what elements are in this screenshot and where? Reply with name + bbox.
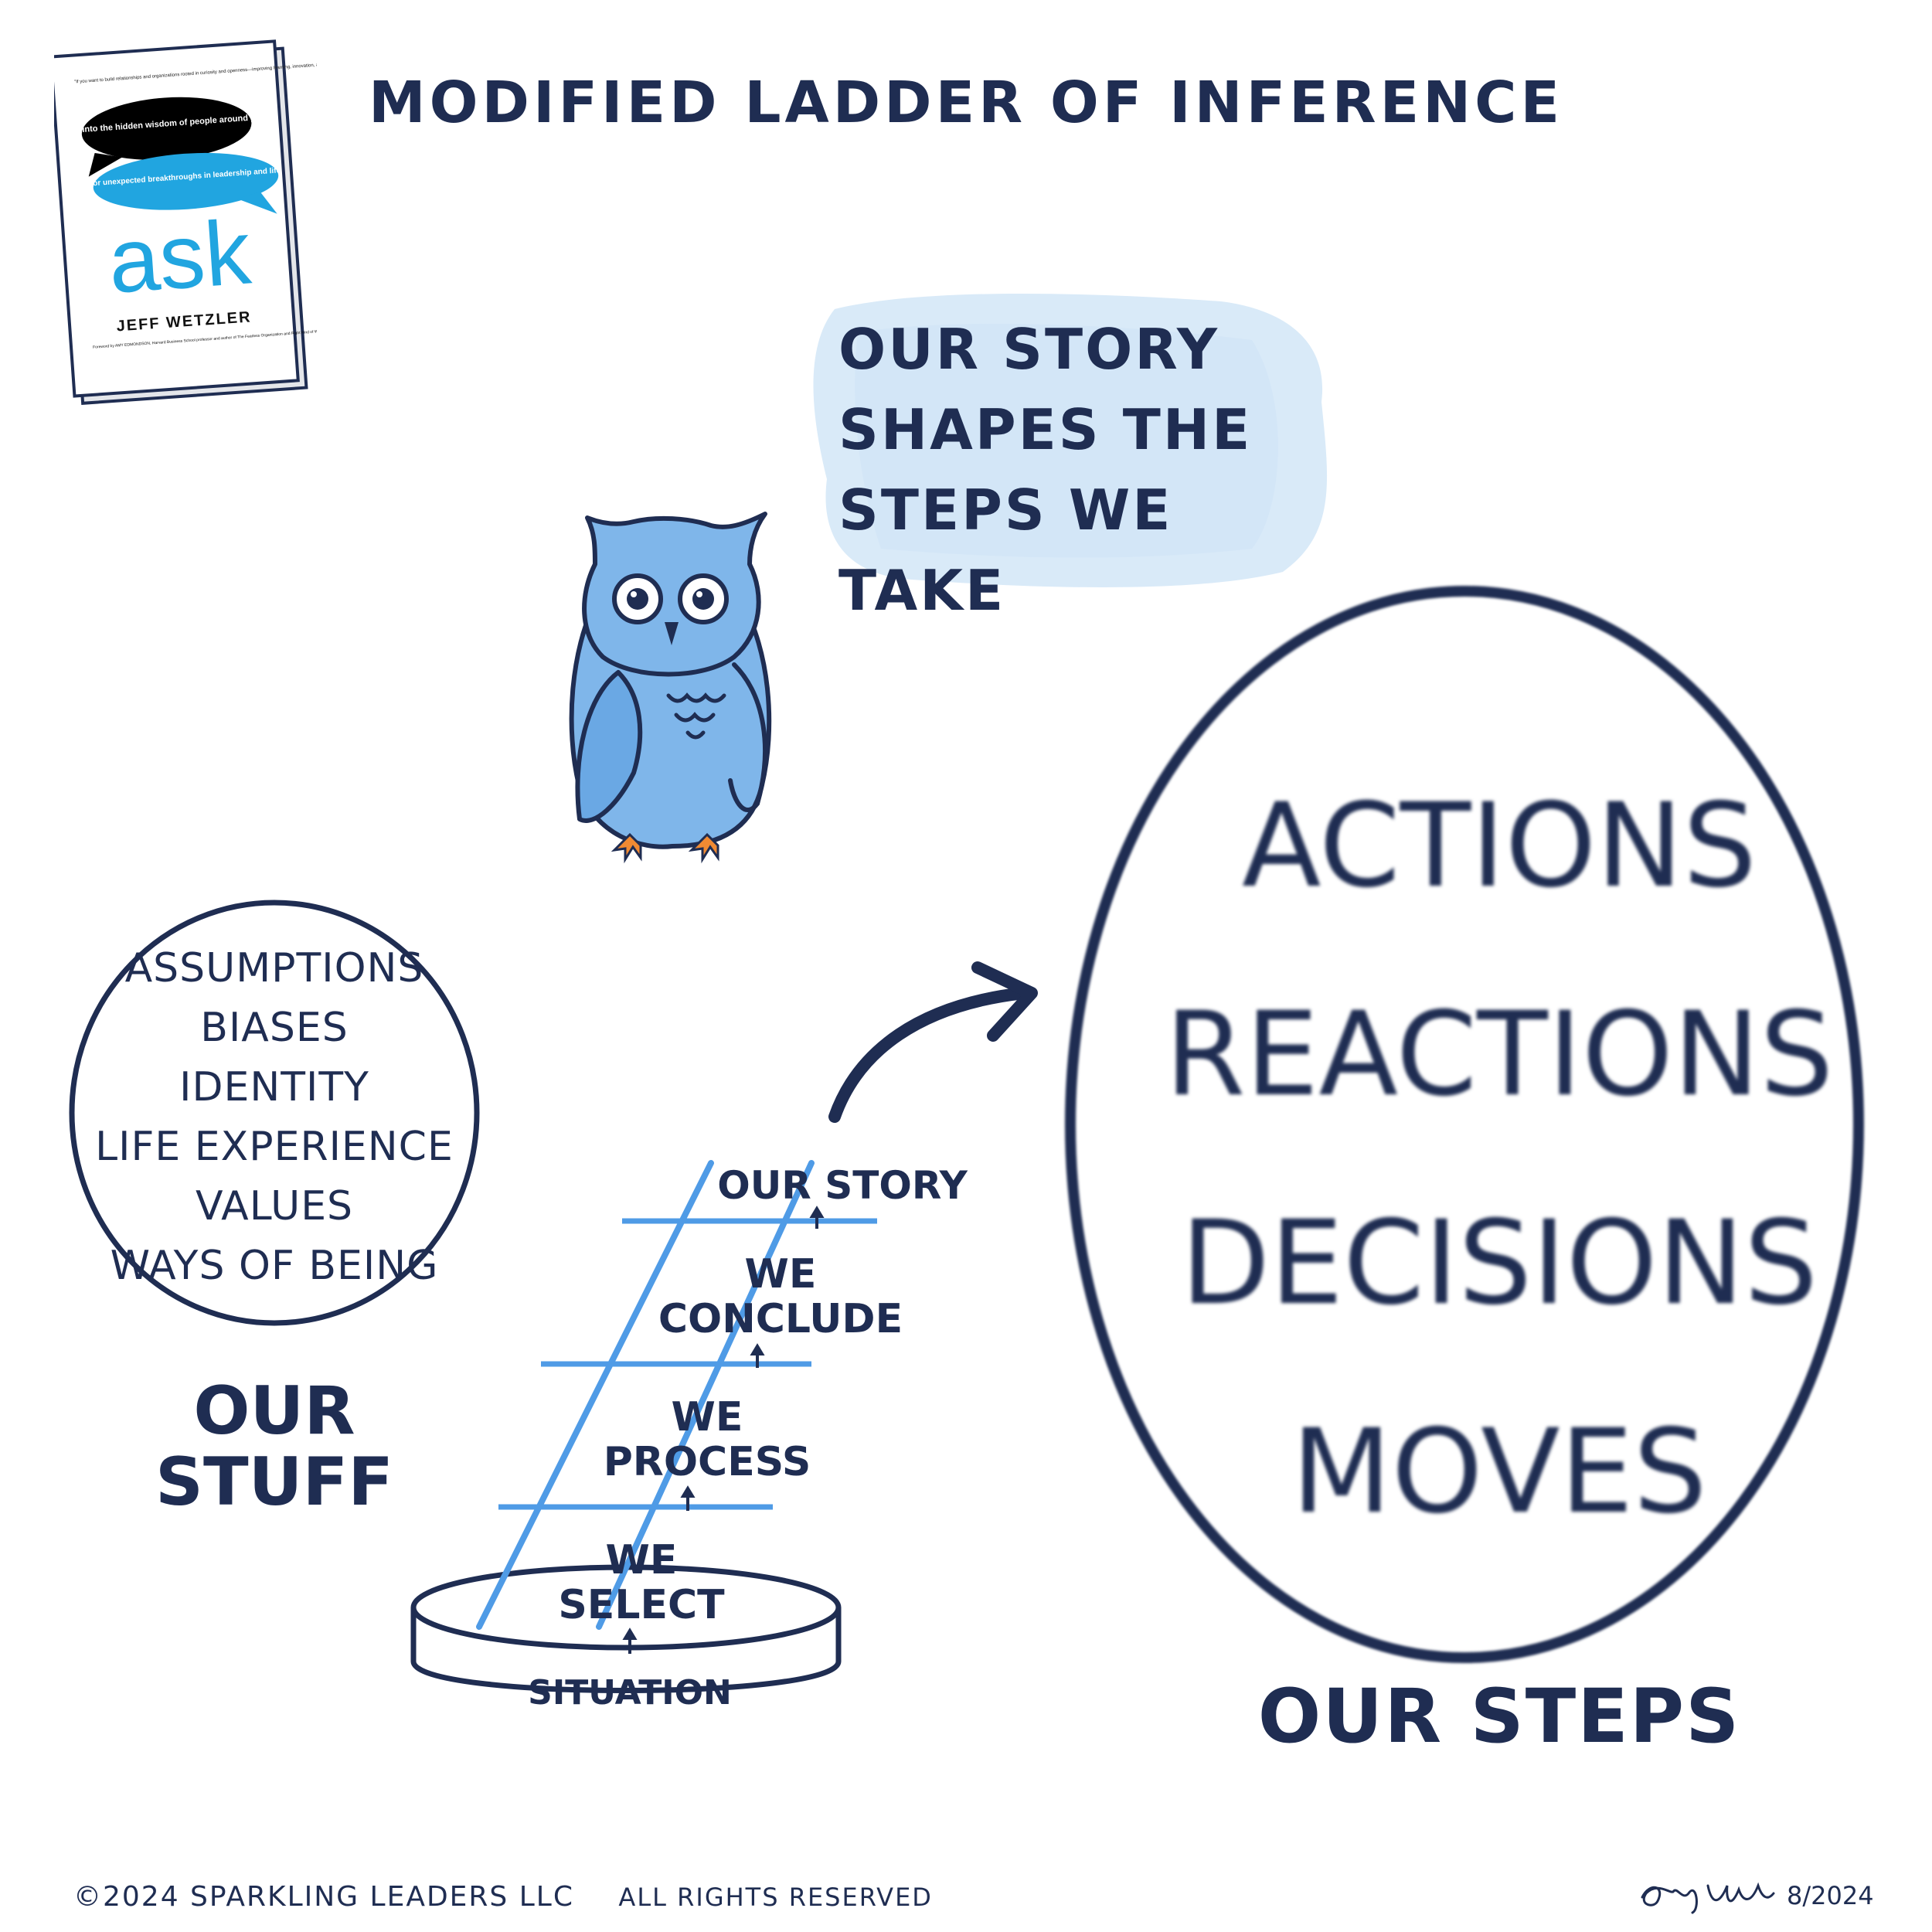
rung-we-process: WE PROCESS — [576, 1395, 838, 1485]
our-stuff-item: WAYS OF BEING — [110, 1243, 439, 1289]
rung-label-line: SELECT — [558, 1582, 725, 1628]
our-stuff-label-line: OUR — [193, 1372, 355, 1450]
our-steps-item: REACTIONS — [1165, 988, 1834, 1122]
our-stuff-item: VALUES — [195, 1183, 354, 1230]
ladder-rail — [476, 1160, 714, 1630]
our-steps-list: ACTIONS REACTIONS DECISIONS MOVES — [1074, 742, 1924, 1577]
our-steps-item: ACTIONS — [1241, 779, 1757, 913]
our-stuff-list: ASSUMPTIONS BIASES IDENTITY LIFE EXPERIE… — [73, 939, 475, 1296]
our-stuff-item: IDENTITY — [179, 1064, 369, 1111]
our-stuff-label-line: STUFF — [155, 1444, 393, 1521]
rights-text: ALL RIGHTS RESERVED — [618, 1883, 933, 1912]
situation-label: SITUATION — [528, 1673, 732, 1713]
ladder-rail — [596, 1160, 815, 1630]
our-steps-oval — [1065, 586, 1864, 1663]
rung-label-line: OUR STORY — [717, 1163, 968, 1208]
tagline: OUR STORY SHAPES THE STEPS WE TAKE — [838, 309, 1318, 631]
rung-label-line: WE — [671, 1394, 743, 1440]
tagline-line: OUR STORY — [838, 317, 1219, 382]
situation-platform — [410, 1564, 842, 1693]
tagline-line: SHAPES THE — [838, 397, 1253, 462]
our-stuff-item: LIFE EXPERIENCE — [95, 1124, 454, 1170]
signature-icon — [1641, 1882, 1775, 1914]
our-stuff-oval — [69, 900, 480, 1326]
book-cover-icon: "If you want to build relationships and … — [54, 39, 317, 405]
our-steps-label: OUR STEPS — [1257, 1673, 1741, 1760]
arrow-icon — [828, 961, 1038, 1123]
rung-we-select: WE SELECT — [510, 1538, 773, 1628]
copyright-text: ©2024 SPARKLING LEADERS LLC — [73, 1881, 574, 1913]
rung-label-line: WE — [605, 1537, 678, 1583]
rung-label-line: PROCESS — [603, 1439, 811, 1485]
page-title: MODIFIED LADDER OF INFERENCE — [369, 70, 1563, 136]
rung-our-story: OUR STORY — [696, 1163, 989, 1208]
rung-we-conclude: WE CONCLUDE — [641, 1252, 920, 1342]
footer-copyright: ©2024 SPARKLING LEADERS LLC ALL RIGHTS R… — [73, 1881, 933, 1913]
our-stuff-label: OUR STUFF — [135, 1376, 413, 1518]
rung-label-line: WE — [744, 1251, 817, 1298]
our-steps-item: DECISIONS — [1180, 1196, 1818, 1331]
our-steps-item: MOVES — [1291, 1405, 1707, 1539]
ladder-diagram — [410, 1160, 877, 1693]
footer-date: 8/2024 — [1787, 1881, 1874, 1910]
our-stuff-item: BIASES — [200, 1005, 349, 1051]
owl-icon — [569, 512, 772, 864]
our-stuff-item: ASSUMPTIONS — [124, 945, 424, 992]
watercolor-wash — [813, 294, 1328, 587]
rung-label-line: CONCLUDE — [658, 1296, 903, 1342]
book-title: ask — [105, 201, 254, 313]
tagline-line: STEPS WE TAKE — [838, 478, 1173, 623]
